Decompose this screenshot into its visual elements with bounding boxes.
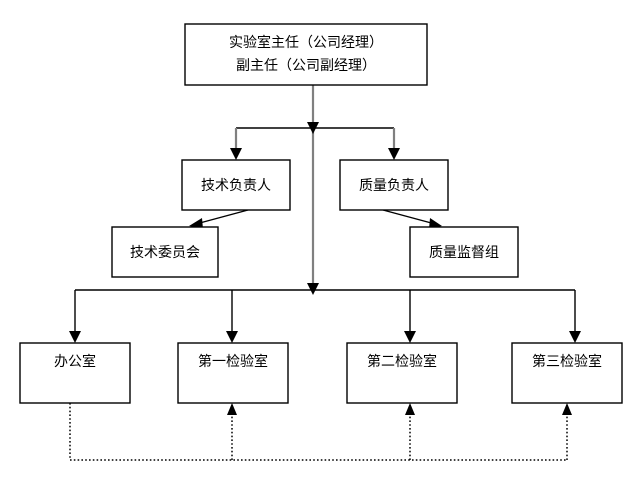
- arrowhead-quality-supervision: [429, 218, 442, 229]
- arrowhead-lab-three: [569, 331, 581, 343]
- arrowhead-office: [69, 331, 81, 343]
- connector-quality-head-to-supervision: [382, 209, 436, 225]
- node-director-box[interactable]: [184, 23, 428, 86]
- node-technical-head[interactable]: 技术负责人: [181, 159, 291, 211]
- node-technical-committee-box[interactable]: [111, 226, 219, 278]
- node-director-line2: 副主任（公司副经理）: [236, 58, 376, 74]
- node-office-box[interactable]: [19, 342, 131, 404]
- arrowhead-quality-head: [388, 148, 400, 160]
- arrowhead-dotted-lab-two: [405, 403, 415, 415]
- node-director-line1: 实验室主任（公司经理）: [229, 34, 383, 51]
- node-quality-head-label: 质量负责人: [359, 178, 429, 194]
- node-quality-head-box[interactable]: [339, 159, 449, 211]
- node-director[interactable]: 实验室主任（公司经理） 副主任（公司副经理）: [184, 23, 428, 86]
- node-lab-three[interactable]: 第三检验室: [511, 342, 623, 404]
- arrowhead-technical-committee: [189, 218, 203, 229]
- arrowhead-technical-head: [230, 148, 242, 160]
- node-quality-supervision-label: 质量监督组: [429, 245, 499, 261]
- node-quality-head[interactable]: 质量负责人: [339, 159, 449, 211]
- node-lab-two-box[interactable]: [346, 342, 458, 404]
- connector-office-dotted-bus: [69, 403, 567, 461]
- node-lab-two-label: 第二检验室: [367, 353, 437, 370]
- arrowhead-trunk-row2: [307, 122, 319, 134]
- node-office-label: 办公室: [54, 353, 96, 370]
- node-lab-two[interactable]: 第二检验室: [346, 342, 458, 404]
- node-technical-head-box[interactable]: [181, 159, 291, 211]
- node-technical-head-label: 技术负责人: [201, 178, 271, 194]
- connector-technical-head-to-committee: [195, 209, 249, 225]
- node-lab-one[interactable]: 第一检验室: [177, 342, 289, 404]
- arrowhead-dotted-lab-one: [227, 403, 237, 415]
- arrowhead-dotted-lab-three: [562, 403, 572, 415]
- node-technical-committee[interactable]: 技术委员会: [111, 226, 219, 278]
- node-lab-one-box[interactable]: [177, 342, 289, 404]
- node-lab-three-label: 第三检验室: [532, 353, 602, 370]
- arrowhead-lab-one: [226, 331, 238, 343]
- connector-layer: [69, 85, 581, 461]
- node-lab-three-box[interactable]: [511, 342, 623, 404]
- node-office[interactable]: 办公室: [19, 342, 131, 404]
- arrowhead-trunk-departments: [307, 283, 319, 295]
- node-lab-one-label: 第一检验室: [198, 353, 268, 370]
- node-quality-supervision[interactable]: 质量监督组: [409, 226, 519, 278]
- arrowhead-lab-two: [404, 331, 416, 343]
- node-quality-supervision-box[interactable]: [409, 226, 519, 278]
- node-technical-committee-label: 技术委员会: [130, 245, 200, 261]
